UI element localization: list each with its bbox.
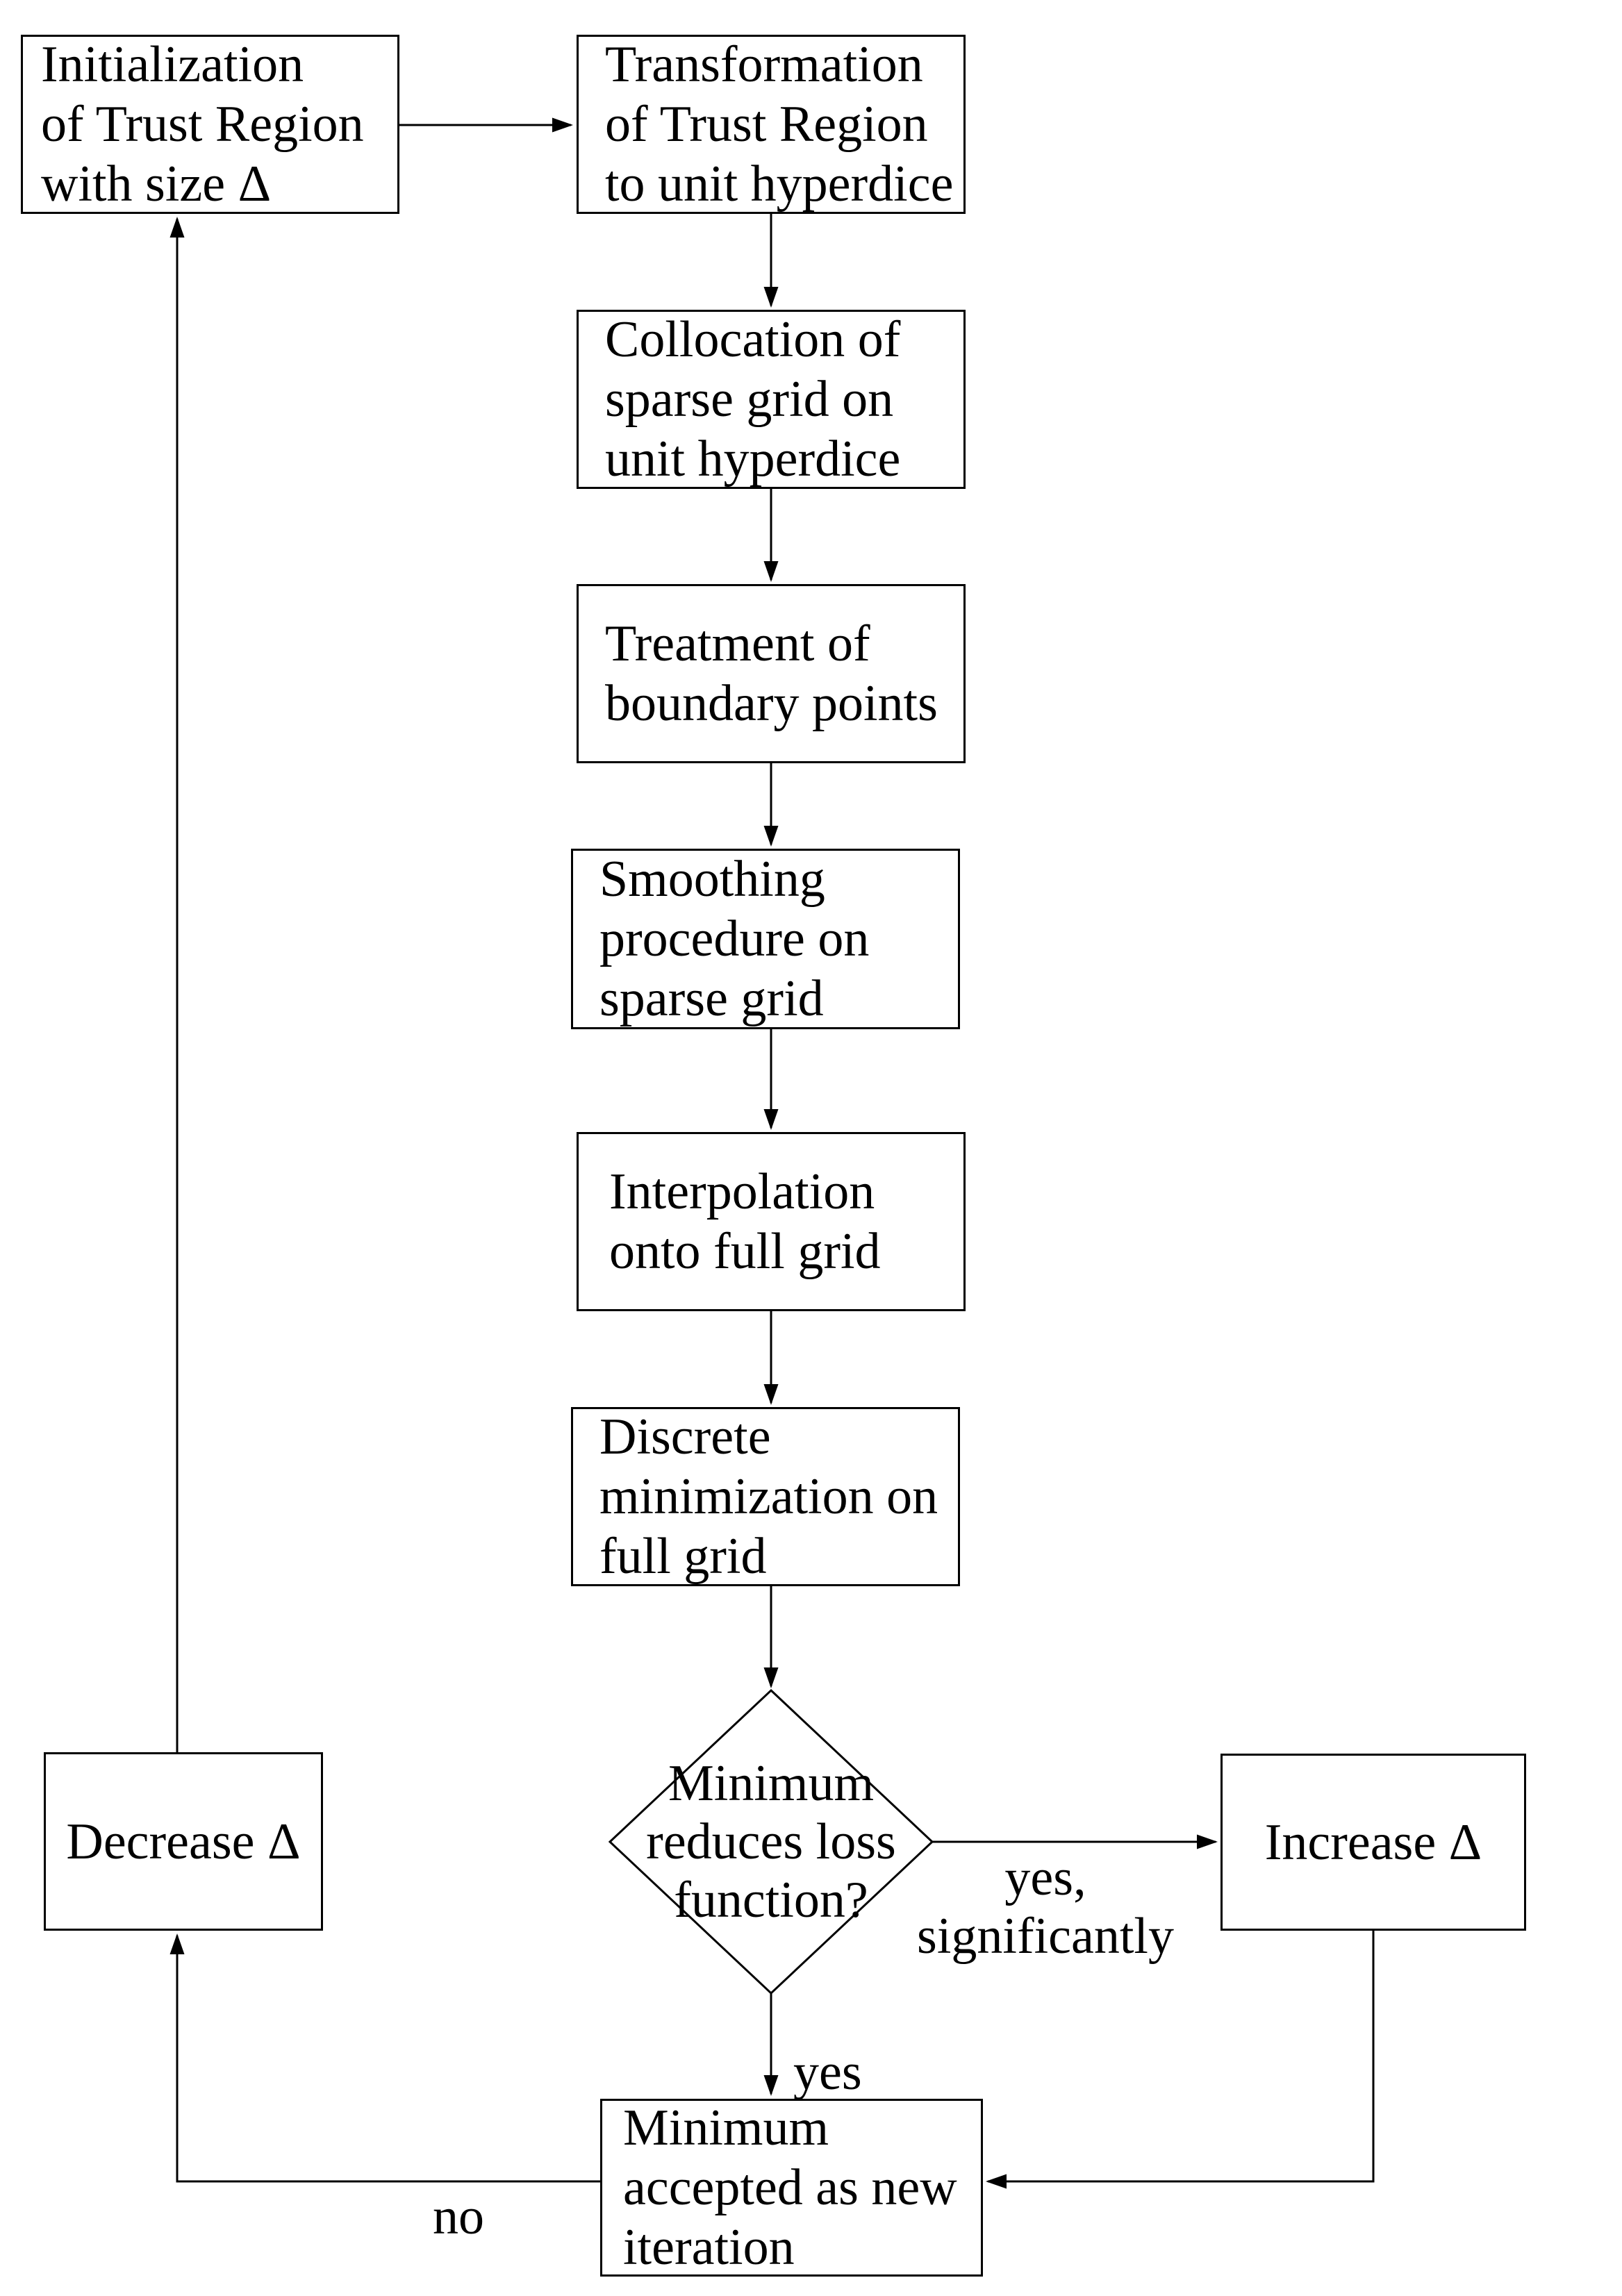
node-interpolation: Interpolation onto full grid xyxy=(577,1132,966,1311)
node-line: iteration xyxy=(623,2219,795,2276)
edge-label-yes-significantly: yes, significantly xyxy=(913,1849,1177,1965)
node-minimum-accepted: Minimum accepted as new iteration xyxy=(600,2099,983,2277)
node-transformation: Transformation of Trust Region to unit h… xyxy=(577,35,966,214)
node-line: function? xyxy=(674,1872,868,1929)
node-line: Minimum xyxy=(623,2099,829,2156)
edge-label-yes: yes xyxy=(793,2044,862,2101)
node-line: Initialization xyxy=(41,36,304,93)
node-collocation: Collocation of sparse grid on unit hyper… xyxy=(577,310,966,489)
node-line: of Trust Region xyxy=(605,96,928,153)
edge-label-line: yes, xyxy=(1004,1849,1086,1906)
decision-minimum-reduces-loss: Minimum reduces loss function? xyxy=(611,1755,931,1929)
edge-label-line: significantly xyxy=(917,1908,1174,1965)
node-line: Transformation xyxy=(605,36,923,93)
node-line: full grid xyxy=(599,1528,767,1585)
edge-accepted-to-decrease xyxy=(169,1933,600,2183)
node-line: Decrease Δ xyxy=(66,1813,301,1870)
node-line: Smoothing xyxy=(599,851,825,908)
node-line: unit hyperdice xyxy=(605,431,901,488)
node-line: procedure on xyxy=(599,910,870,967)
node-line: sparse grid xyxy=(599,970,824,1027)
node-line: reduces loss xyxy=(646,1813,896,1870)
node-line: onto full grid xyxy=(609,1223,881,1280)
node-line: sparse grid on xyxy=(605,371,894,428)
node-line: minimization on xyxy=(599,1468,938,1525)
node-line: Collocation of xyxy=(605,311,901,368)
node-line: of Trust Region xyxy=(41,96,364,153)
node-line: Treatment of xyxy=(605,615,870,672)
node-line: accepted as new xyxy=(623,2159,957,2216)
node-line: to unit hyperdice xyxy=(605,156,954,213)
node-line: Interpolation xyxy=(609,1163,875,1220)
node-smoothing: Smoothing procedure on sparse grid xyxy=(571,849,960,1029)
node-initialization: Initialization of Trust Region with size… xyxy=(21,35,399,214)
node-boundary-treatment: Treatment of boundary points xyxy=(577,584,966,763)
node-line: Increase Δ xyxy=(1264,1813,1482,1871)
node-line: with size Δ xyxy=(41,156,272,213)
edge-label-no: no xyxy=(433,2188,484,2245)
edge-increase-to-accepted xyxy=(986,1931,1375,2189)
node-line: boundary points xyxy=(605,675,938,732)
node-line: Discrete xyxy=(599,1408,771,1465)
node-increase-delta: Increase Δ xyxy=(1220,1754,1526,1931)
node-discrete-minimization: Discrete minimization on full grid xyxy=(571,1407,960,1586)
node-line: Minimum xyxy=(668,1755,875,1812)
node-decrease-delta: Decrease Δ xyxy=(44,1752,323,1931)
